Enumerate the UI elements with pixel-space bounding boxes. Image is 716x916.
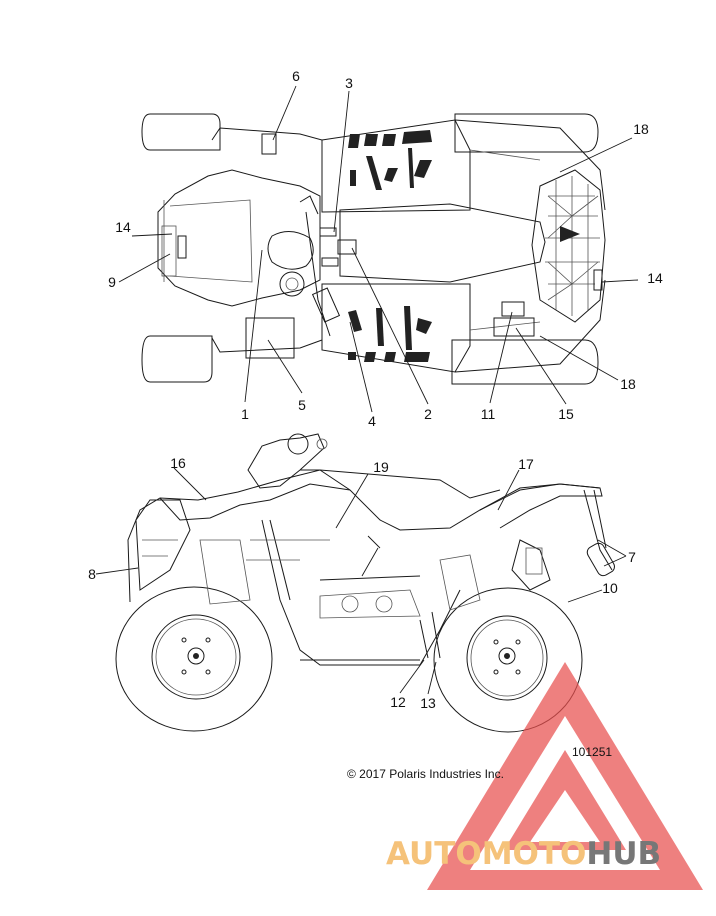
decal-stripes-left-rear [348, 306, 432, 362]
front-wheel [115, 586, 273, 732]
callout-6: 6 [292, 68, 300, 84]
atv-top-view [141, 113, 606, 385]
figure-id: 101251 [572, 745, 612, 759]
callout-18-bottom: 18 [620, 376, 636, 392]
watermark-text-part2: HUB [586, 836, 661, 872]
callout-14-rear: 14 [647, 270, 663, 286]
callout-15: 15 [558, 406, 574, 422]
callout-8: 8 [88, 566, 96, 582]
decal-stripes-left-front [348, 130, 432, 190]
callout-5: 5 [298, 397, 306, 413]
copyright-text: © 2017 Polaris Industries Inc. [347, 767, 504, 781]
callout-11: 11 [481, 406, 496, 422]
callout-17: 17 [518, 456, 534, 472]
leader-lines [95, 85, 639, 695]
callout-4: 4 [368, 413, 376, 429]
callout-3: 3 [345, 75, 353, 91]
callout-10: 10 [602, 580, 618, 596]
callout-19: 19 [373, 459, 389, 475]
rear-wheel [433, 587, 583, 733]
callout-13: 13 [420, 695, 436, 711]
callout-1: 1 [241, 406, 249, 422]
watermark-text: AUTOMOTOHUB [386, 836, 661, 872]
watermark-logo [427, 662, 703, 890]
watermark-text-part1: AUTOMOTO [386, 836, 586, 872]
callout-7: 7 [628, 549, 636, 565]
callout-2: 2 [424, 406, 432, 422]
rear-rack [531, 169, 606, 323]
atv-side-view [115, 433, 615, 733]
callout-numbers: 6 3 18 14 9 14 1 5 4 2 11 15 18 16 19 17… [88, 68, 663, 711]
callout-12: 12 [390, 694, 406, 710]
callout-9: 9 [108, 274, 116, 290]
callout-16: 16 [170, 455, 186, 471]
callout-14-front: 14 [115, 219, 131, 235]
callout-18-top: 18 [633, 121, 649, 137]
